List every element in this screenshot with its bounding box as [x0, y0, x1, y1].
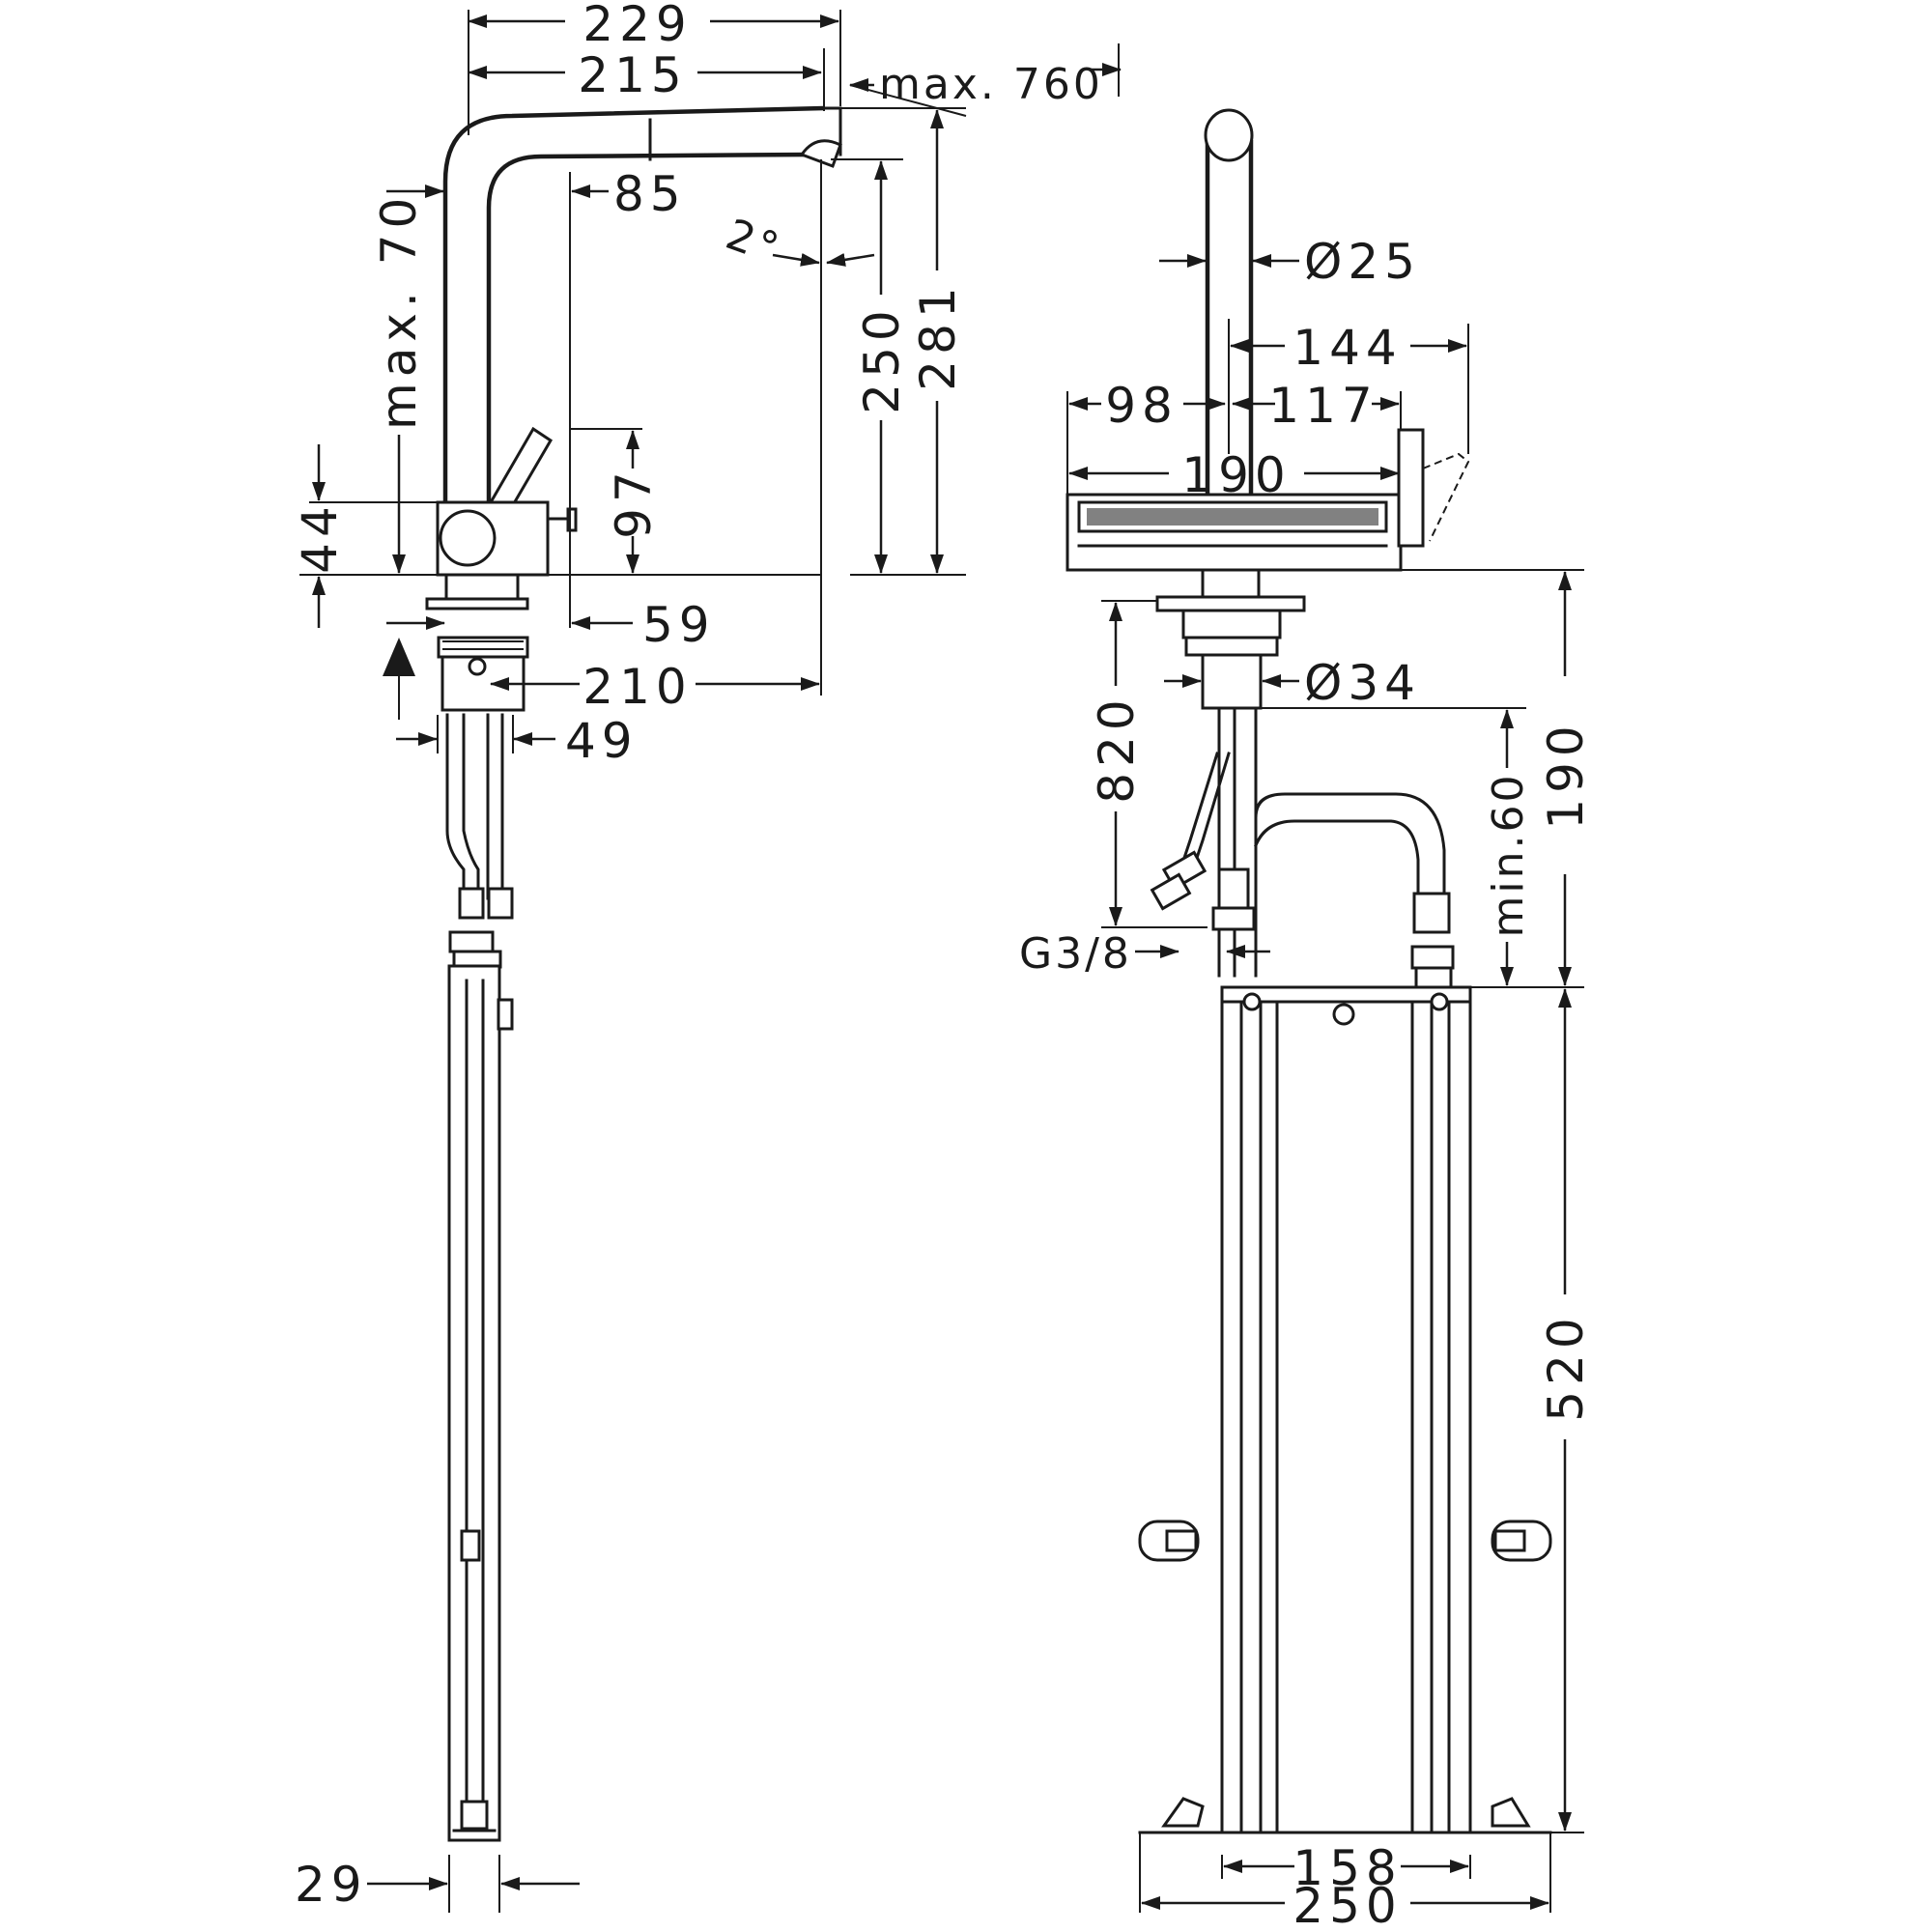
side-dimension-labels: 229 215 max. 760 85 2° max. 70 250 281 4…: [292, 0, 1103, 1913]
dim-158: 158: [1293, 1840, 1402, 1896]
front-dimension-labels: Ø25 144 98 117 190 Ø34 820 G3/8 min.60 1…: [1019, 234, 1594, 1932]
dim-2-degree: 2°: [720, 210, 787, 274]
front-hoses: [1150, 752, 1455, 989]
dim-215: 215: [578, 47, 687, 103]
side-box: [447, 964, 514, 1842]
dim-281: 281: [910, 281, 966, 390]
front-dimension-lines: [1068, 254, 1572, 1910]
dim-250: 250: [854, 304, 910, 413]
dim-144: 144: [1293, 320, 1402, 376]
front-reference-lines: [1066, 324, 1584, 1913]
side-lever: [488, 426, 554, 512]
side-body: [436, 500, 578, 577]
dim-190-height: 190: [1538, 720, 1594, 829]
dim-59: 59: [642, 597, 716, 653]
dim-229: 229: [582, 0, 692, 52]
dim-820: 820: [1089, 694, 1145, 803]
front-view: Ø25 144 98 117 190 Ø34 820 G3/8 min.60 1…: [1019, 108, 1594, 1932]
front-deck-mount: [1155, 568, 1306, 978]
dim-dia-25: Ø25: [1304, 234, 1421, 290]
dim-190-width: 190: [1181, 447, 1291, 503]
dim-max-760: max. 760: [879, 60, 1103, 109]
dim-g3-8: G3/8: [1019, 929, 1132, 979]
dim-85: 85: [613, 166, 687, 222]
dim-210: 210: [582, 659, 692, 715]
dim-49: 49: [565, 713, 639, 769]
side-view: 229 215 max. 760 85 2° max. 70 250 281 4…: [292, 0, 1122, 1913]
front-box: [1138, 985, 1552, 1834]
dim-max-70: max. 70: [371, 192, 427, 430]
front-spout: [1204, 108, 1254, 507]
dim-98: 98: [1105, 378, 1179, 434]
dim-min-60: min.60: [1484, 773, 1533, 938]
side-base: [425, 573, 529, 712]
dim-dia-34: Ø34: [1304, 655, 1421, 711]
dim-250-base: 250: [1293, 1878, 1402, 1932]
dim-117: 117: [1268, 378, 1378, 434]
side-dimension-lines: [312, 14, 1122, 1890]
dim-44: 44: [292, 500, 348, 574]
dim-97: 97: [606, 466, 662, 539]
side-reference-lines: [299, 10, 967, 1913]
side-hoses: [445, 713, 514, 969]
dim-29: 29: [295, 1857, 368, 1913]
dim-520: 520: [1538, 1312, 1594, 1421]
front-plate: [1065, 428, 1470, 572]
